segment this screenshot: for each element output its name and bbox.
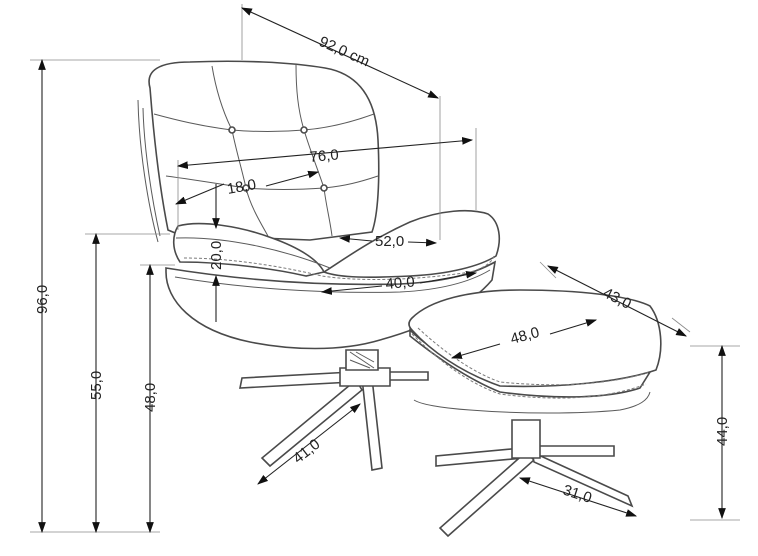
- dim-line-ottoman-base: [518, 477, 638, 517]
- dim-line-ottoman-length: [450, 343, 501, 359]
- tuft-button-icon: [300, 126, 308, 134]
- label-seat-front-width: 40,0: [385, 274, 416, 293]
- extension-lines: [30, 4, 740, 533]
- chair-left-arm: [172, 222, 326, 277]
- chair-backrest: [148, 60, 380, 241]
- label-chair-base-height: 48,0: [142, 383, 159, 412]
- label-total-depth: 92,0 cm: [316, 33, 372, 70]
- label-ottoman-height: 44,0: [714, 417, 731, 446]
- label-seat-width: 76,0: [309, 147, 340, 166]
- chair-seat-cushion: [322, 209, 501, 278]
- label-ottoman-length: 48,0: [509, 324, 542, 348]
- label-seat-depth: 52,0: [375, 233, 404, 250]
- ottoman: [408, 289, 662, 538]
- ottoman-base: [435, 419, 634, 538]
- label-total-height: 96,0: [34, 285, 51, 314]
- dimension-lines: [38, 7, 726, 534]
- dim-line-base-radius: [257, 403, 361, 485]
- tufting-pattern: [153, 63, 379, 237]
- armchair: [137, 60, 501, 471]
- chair-base: [239, 349, 429, 471]
- tuft-button-icon: [320, 184, 328, 192]
- label-seat-height: 55,0: [88, 371, 105, 400]
- dim-line-ottoman-width: [547, 265, 687, 337]
- dim-line-seat-front-width: [320, 285, 383, 295]
- label-armrest-height: 20,0: [208, 241, 225, 270]
- label-button-spacing: 18,0: [226, 176, 258, 198]
- dim-line-total-depth: [241, 7, 439, 99]
- dim-line-seat-depth: [338, 235, 373, 243]
- tuft-button-icon: [228, 126, 236, 134]
- tuft-button-icon: [242, 184, 250, 192]
- dim-line-seat-width: [176, 137, 474, 169]
